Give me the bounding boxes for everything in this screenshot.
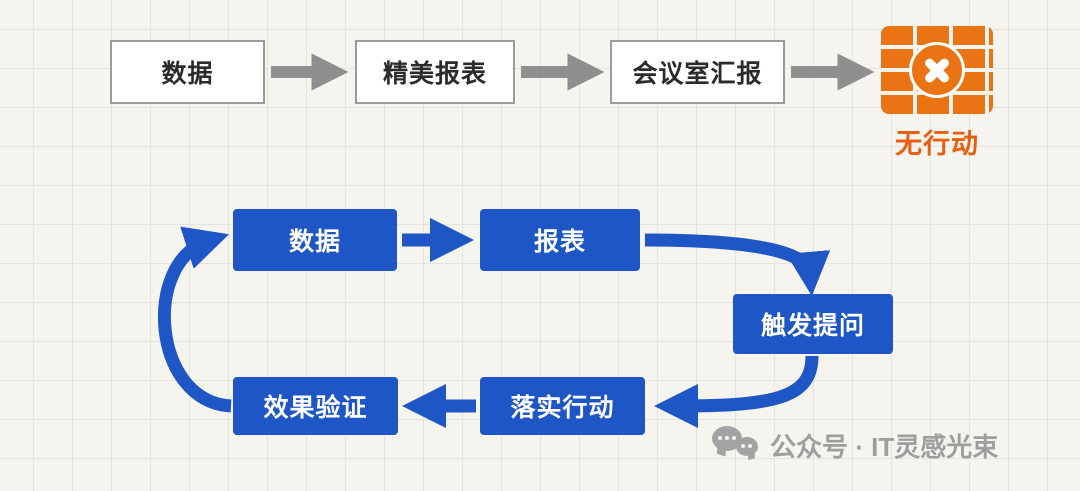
top-flow-box-pretty-report: 精美报表 [355,40,515,104]
cycle-box-report-label: 报表 [533,228,586,256]
cycle-box-verify-result: 效果验证 [233,377,398,435]
cycle-box-data: 数据 [233,209,397,271]
cycle-box-trigger-question-label: 触发提问 [760,312,865,340]
cycle-box-trigger-question: 触发提问 [733,294,893,354]
cycle-box-verify-result-label: 效果验证 [263,394,368,422]
x-circle-icon [909,42,965,98]
cycle-box-take-action: 落实行动 [480,377,645,435]
top-flow-box-pretty-report-label: 精美报表 [382,60,487,88]
firewall-x-icon [881,26,993,114]
top-flow-box-data-label: 数据 [161,60,214,88]
top-flow-box-data: 数据 [110,40,265,104]
cycle-box-data-label: 数据 [288,228,341,256]
top-flow-box-meeting-report: 会议室汇报 [610,40,785,104]
wechat-icon [712,426,758,464]
top-flow-box-meeting-report-label: 会议室汇报 [632,60,763,88]
no-action-label: 无行动 [895,129,979,159]
watermark: 公众号 · IT灵感光束 [712,426,998,464]
watermark-text: 公众号 · IT灵感光束 [770,431,999,462]
cycle-box-report: 报表 [480,209,640,271]
cycle-box-take-action-label: 落实行动 [510,394,615,422]
